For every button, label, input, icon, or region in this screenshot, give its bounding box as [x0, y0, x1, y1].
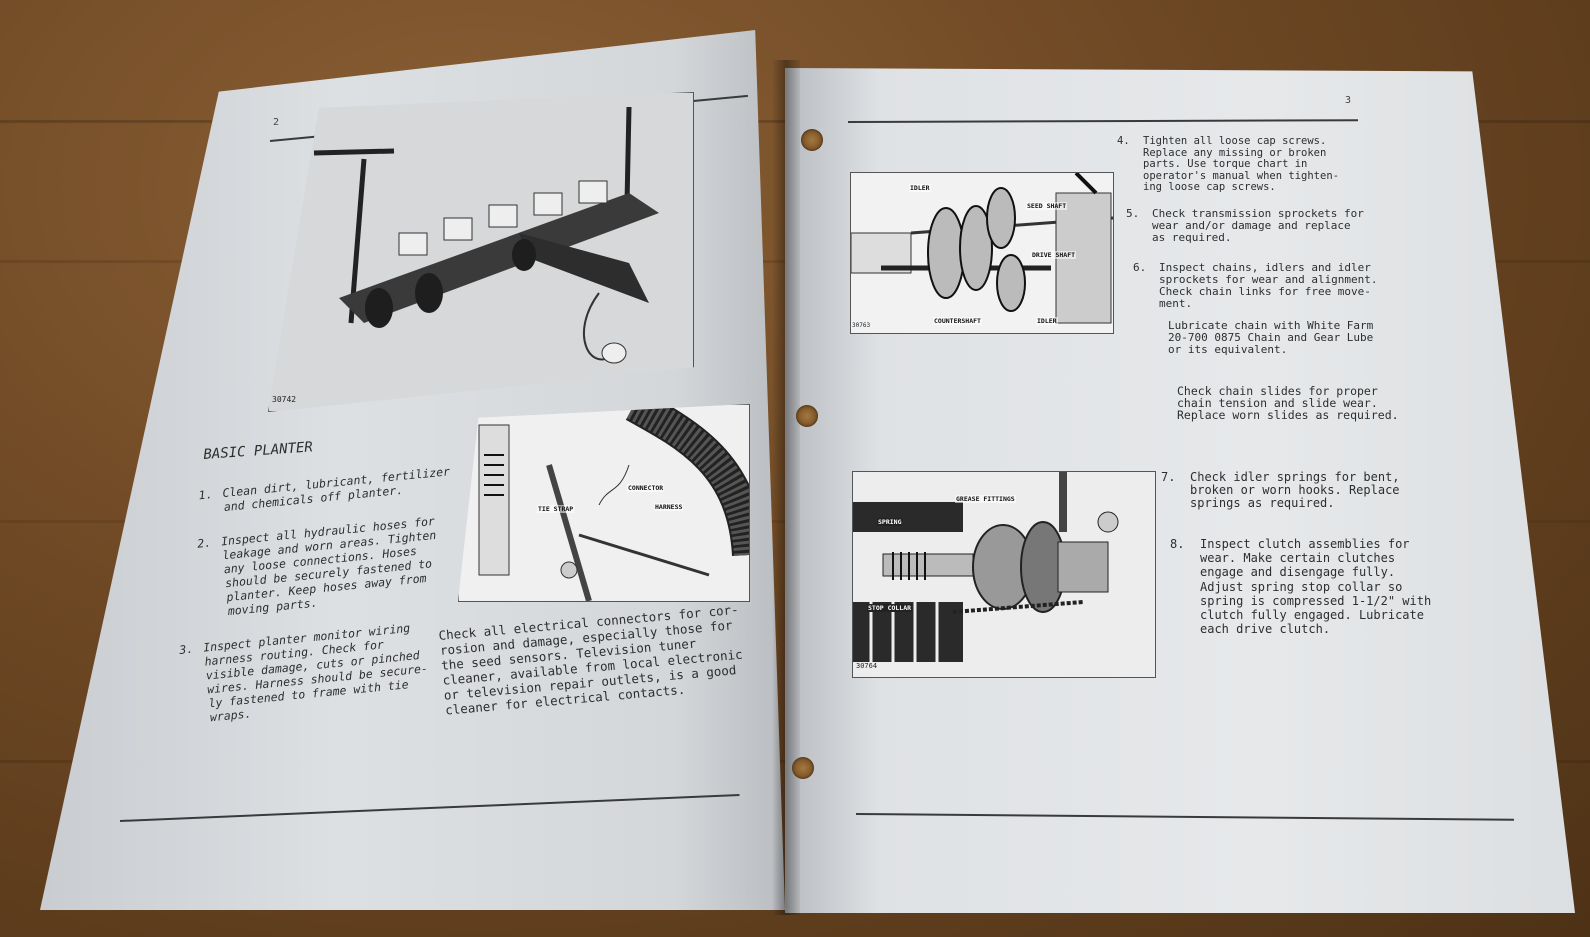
harness-label: HARNESS — [654, 503, 684, 511]
binding-hole — [801, 129, 823, 151]
right-page-number: 3 — [1345, 95, 1352, 106]
item-5-text: Check transmission sprockets for wear an… — [1152, 207, 1364, 244]
item-3-num: 3. — [178, 641, 194, 657]
idler-top-label: IDLER — [909, 184, 931, 192]
item-7-num: 7. — [1161, 470, 1176, 484]
item-1-num: 1. — [197, 487, 214, 503]
clutch-photo: GREASE FITTINGS SPRING STOP COLLAR — [852, 471, 1156, 678]
seed-shaft-label: SEED SHAFT — [1026, 202, 1068, 210]
grease-fittings-label: GREASE FITTINGS — [955, 495, 1016, 503]
left-list: 1. Clean dirt, lubricant, fertilizer and… — [160, 441, 487, 768]
chain-slides-paragraph: Check chain slides for proper chain tens… — [1177, 384, 1399, 422]
item-5-num: 5. — [1126, 207, 1140, 220]
item-4-text: Tighten all loose cap screws. Replace an… — [1143, 135, 1339, 193]
left-page-number: 2 — [273, 117, 280, 128]
item-2-text: Inspect all hydraulic hoses for leakage … — [220, 513, 437, 619]
binding-hole — [792, 757, 814, 779]
idler-bottom-label: IDLER — [1036, 317, 1058, 325]
stop-collar-label: STOP COLLAR — [867, 604, 913, 612]
item-4-num: 4. — [1117, 135, 1130, 147]
item-7-text: Check idler springs for bent, broken or … — [1190, 470, 1400, 510]
item-1-text: Clean dirt, lubricant, fertilizer and ch… — [221, 464, 451, 515]
wiring-harness-photo: CONNECTOR TIE STRAP HARNESS — [458, 404, 750, 602]
item-6-num: 6. — [1133, 261, 1147, 274]
item-6-text: Inspect chains, idlers and idler sprocke… — [1159, 261, 1378, 310]
drive-shaft-label: DRIVE SHAFT — [1031, 251, 1077, 259]
planter-photo — [268, 92, 694, 412]
clutch-photo-code: 30764 — [856, 662, 878, 670]
connector-label: CONNECTOR — [627, 484, 665, 492]
item-8-text: Inspect clutch assemblies for wear. Make… — [1200, 537, 1432, 637]
item-8-num: 8. — [1170, 537, 1185, 551]
spring-label: SPRING — [877, 518, 903, 526]
lubricate-paragraph: Lubricate chain with White Farm 20-700 0… — [1168, 319, 1374, 356]
tie-strap-label: TIE STRAP — [537, 505, 575, 513]
sprocket-photo: IDLER SEED SHAFT DRIVE SHAFT COUNTERSHAF… — [850, 172, 1114, 334]
item-2-num: 2. — [196, 535, 212, 551]
countershaft-label: COUNTERSHAFT — [933, 317, 982, 325]
book-gutter — [772, 60, 800, 915]
planter-photo-code: 30742 — [272, 395, 297, 404]
item-3-text: Inspect planter monitor wiring harness r… — [202, 620, 429, 725]
sprocket-photo-code: 30763 — [852, 322, 871, 329]
binding-hole — [796, 405, 818, 427]
